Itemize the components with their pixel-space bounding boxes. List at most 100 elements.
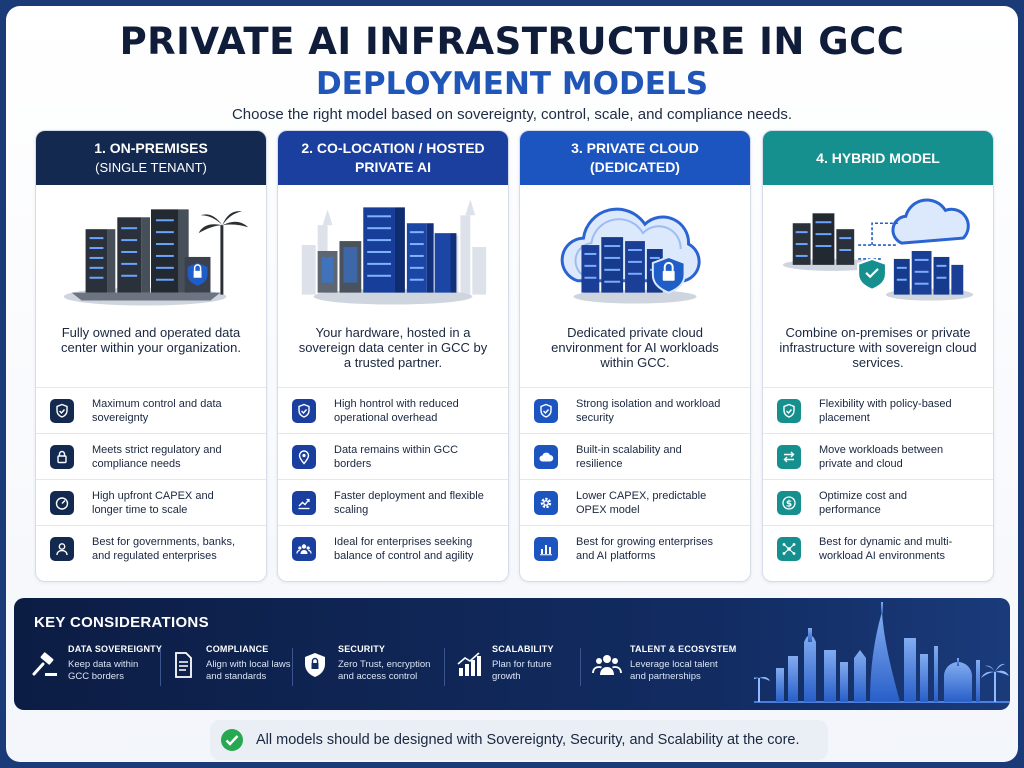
shield-check-icon bbox=[534, 398, 558, 423]
gcc-skyline-illustration bbox=[754, 602, 1010, 703]
consideration-heading: TALENT & ECOSYSTEM bbox=[630, 644, 737, 654]
card-private-cloud: 3. PRIVATE CLOUD (DEDICATED) Dedicated p… bbox=[519, 130, 751, 582]
shield-check-icon bbox=[50, 398, 74, 423]
consideration-item: COMPLIANCE Align with local laws and sta… bbox=[168, 644, 306, 694]
card-subtitle: PRIVATE AI bbox=[355, 159, 431, 175]
card-header: 2. CO-LOCATION / HOSTED PRIVATE AI bbox=[278, 131, 508, 185]
key-considerations-panel: KEY CONSIDERATIONS DATA SOVEREIGNTY Keep… bbox=[14, 598, 1010, 710]
feature-item: Best for dynamic and multi-workload AI e… bbox=[763, 525, 993, 571]
footer-text: All models should be designed with Sover… bbox=[256, 732, 800, 748]
feature-item: Maximum control and data sovereignty bbox=[36, 387, 266, 433]
divider bbox=[160, 648, 161, 686]
feature-item: Built-in scalability and resilience bbox=[520, 433, 750, 479]
bar-chart-icon bbox=[534, 536, 558, 561]
check-circle-icon bbox=[220, 728, 244, 752]
feature-item: Faster deployment and flexible scaling bbox=[278, 479, 508, 525]
feature-text: Data remains within GCC borders bbox=[334, 443, 459, 470]
page-title: PRIVATE AI INFRASTRUCTURE IN GCC bbox=[119, 20, 905, 63]
feature-text: Move workloads between private and cloud bbox=[819, 443, 944, 470]
dollar-icon: $ bbox=[777, 490, 801, 515]
feature-text: Best for dynamic and multi-workload AI e… bbox=[819, 535, 953, 562]
card-header: 4. HYBRID MODEL bbox=[763, 131, 993, 185]
feature-item: High hontrol with reduced operational ov… bbox=[278, 387, 508, 433]
consideration-heading: DATA SOVEREIGNTY bbox=[68, 644, 163, 654]
consideration-body: Keep data within GCC borders bbox=[68, 659, 139, 682]
consideration-item: SECURITY Zero Trust, encryption and acce… bbox=[300, 644, 438, 694]
consideration-body: Plan for future growth bbox=[492, 659, 552, 682]
card-description: Combine on-premises or private infrastru… bbox=[779, 325, 977, 370]
shield-icon bbox=[300, 650, 330, 680]
hybrid-illustration bbox=[763, 185, 993, 315]
feature-item: Meets strict regulatory and compliance n… bbox=[36, 433, 266, 479]
feature-item: Move workloads between private and cloud bbox=[763, 433, 993, 479]
consideration-body: Leverage local talent and partnerships bbox=[630, 659, 718, 682]
card-description: Fully owned and operated data center wit… bbox=[61, 325, 241, 355]
feature-text: Flexibility with policy-based placement bbox=[819, 397, 952, 424]
document-icon bbox=[168, 650, 198, 680]
consideration-item: SCALABILITY Plan for future growth bbox=[454, 644, 572, 694]
feature-text: Built-in scalability and resilience bbox=[576, 443, 682, 470]
tagline: Choose the right model based on sovereig… bbox=[231, 106, 793, 123]
card-subtitle: (SINGLE TENANT) bbox=[95, 160, 207, 175]
card-header: 1. ON-PREMISES (SINGLE TENANT) bbox=[36, 131, 266, 185]
feature-item: $ Optimize cost and performance bbox=[763, 479, 993, 525]
scalability-chart-icon bbox=[454, 650, 484, 680]
gauge-icon bbox=[50, 490, 74, 515]
feature-item: Lower CAPEX, predictable OPEX model bbox=[520, 479, 750, 525]
feature-item: Ideal for enterprises seeking balance of… bbox=[278, 525, 508, 571]
card-description: Your hardware, hosted in a sovereign dat… bbox=[298, 325, 488, 370]
consideration-heading: SECURITY bbox=[338, 644, 386, 654]
card-description: Dedicated private cloud environment for … bbox=[551, 325, 719, 370]
feature-item: Best for governments, banks, and regulat… bbox=[36, 525, 266, 571]
feature-text: Best for growing enterprises and AI plat… bbox=[576, 535, 713, 562]
feature-text: Meets strict regulatory and compliance n… bbox=[92, 443, 222, 470]
swap-arrows-icon bbox=[777, 444, 801, 469]
feature-text: Lower CAPEX, predictable OPEX model bbox=[576, 489, 707, 516]
card-on-premises: 1. ON-PREMISES (SINGLE TENANT) bbox=[35, 130, 267, 582]
gear-icon bbox=[534, 490, 558, 515]
co-location-illustration bbox=[278, 185, 508, 315]
consideration-body: Align with local laws and standards bbox=[206, 659, 291, 682]
feature-text: Strong isolation and workload security bbox=[576, 397, 721, 424]
private-cloud-illustration bbox=[520, 185, 750, 315]
footer-note: All models should be designed with Sover… bbox=[210, 720, 828, 760]
cloud-icon bbox=[534, 444, 558, 469]
consideration-item: TALENT & ECOSYSTEM Leverage local talent… bbox=[592, 644, 736, 694]
feature-item: Strong isolation and workload security bbox=[520, 387, 750, 433]
consideration-body: Zero Trust, encryption and access contro… bbox=[338, 659, 431, 682]
card-header: 3. PRIVATE CLOUD (DEDICATED) bbox=[520, 131, 750, 185]
divider bbox=[580, 648, 581, 686]
location-pin-icon bbox=[292, 444, 316, 469]
feature-text: Maximum control and data sovereignty bbox=[92, 397, 222, 424]
card-title: 3. PRIVATE CLOUD bbox=[571, 140, 699, 156]
consideration-item: DATA SOVEREIGNTY Keep data within GCC bo… bbox=[30, 644, 162, 694]
shield-check-icon bbox=[777, 398, 801, 423]
growth-chart-icon bbox=[292, 490, 316, 515]
users-icon bbox=[292, 536, 316, 561]
consideration-heading: COMPLIANCE bbox=[206, 644, 269, 654]
feature-text: Best for governments, banks, and regulat… bbox=[92, 535, 236, 562]
divider bbox=[444, 648, 445, 686]
feature-text: High upfront CAPEX and longer time to sc… bbox=[92, 489, 214, 516]
feature-text: Ideal for enterprises seeking balance of… bbox=[334, 535, 474, 562]
model-cards: 1. ON-PREMISES (SINGLE TENANT) bbox=[35, 130, 995, 582]
card-hybrid-model: 4. HYBRID MODEL Combine on-premises or p… bbox=[762, 130, 994, 582]
lock-icon bbox=[50, 444, 74, 469]
feature-text: Optimize cost and performance bbox=[819, 489, 908, 516]
on-premises-illustration bbox=[36, 185, 266, 315]
feature-item: Data remains within GCC borders bbox=[278, 433, 508, 479]
section-title: KEY CONSIDERATIONS bbox=[34, 614, 209, 631]
feature-text: Faster deployment and flexible scaling bbox=[334, 489, 484, 516]
infographic: PRIVATE AI INFRASTRUCTURE IN GCC DEPLOYM… bbox=[6, 6, 1018, 762]
feature-item: Flexibility with policy-based placement bbox=[763, 387, 993, 433]
card-co-location: 2. CO-LOCATION / HOSTED PRIVATE AI bbox=[277, 130, 509, 582]
card-title: 1. ON-PREMISES bbox=[94, 140, 208, 156]
feature-item: Best for growing enterprises and AI plat… bbox=[520, 525, 750, 571]
network-icon bbox=[777, 536, 801, 561]
card-subtitle: (DEDICATED) bbox=[590, 159, 680, 175]
people-icon bbox=[592, 650, 622, 680]
consideration-heading: SCALABILITY bbox=[492, 644, 554, 654]
gavel-icon bbox=[30, 650, 60, 680]
divider bbox=[292, 648, 293, 686]
shield-check-icon bbox=[292, 398, 316, 423]
